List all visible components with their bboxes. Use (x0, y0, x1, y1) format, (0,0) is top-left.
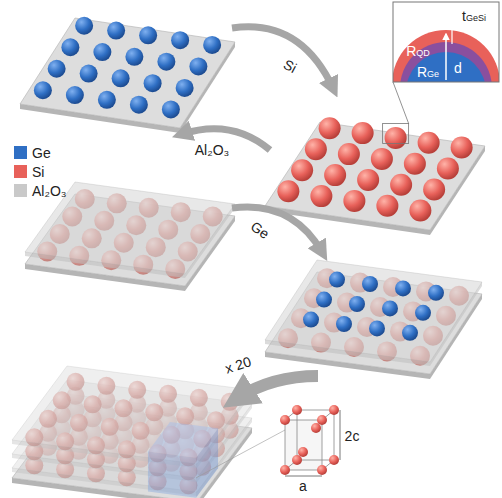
dimension-label: a (299, 479, 307, 493)
dimension-label: RGe (417, 65, 439, 79)
legend-swatch (14, 165, 27, 178)
dimension-label: 2c (345, 429, 360, 443)
dimension-label: tGeSi (462, 9, 486, 23)
arrow-label: x 20 (223, 354, 252, 375)
arrow-label: Ge (248, 219, 271, 241)
legend-swatch (14, 184, 27, 197)
legend-label: Ge (32, 146, 51, 160)
dimension-label: RQD (406, 44, 430, 58)
arrow-label: Al₂O₃ (195, 143, 229, 157)
legend-label: Al₂O₃ (32, 184, 66, 198)
dimension-label: d (454, 61, 462, 75)
legend-swatch (14, 146, 27, 159)
arrow-label: Si (281, 57, 299, 75)
legend-label: Si (32, 165, 44, 179)
